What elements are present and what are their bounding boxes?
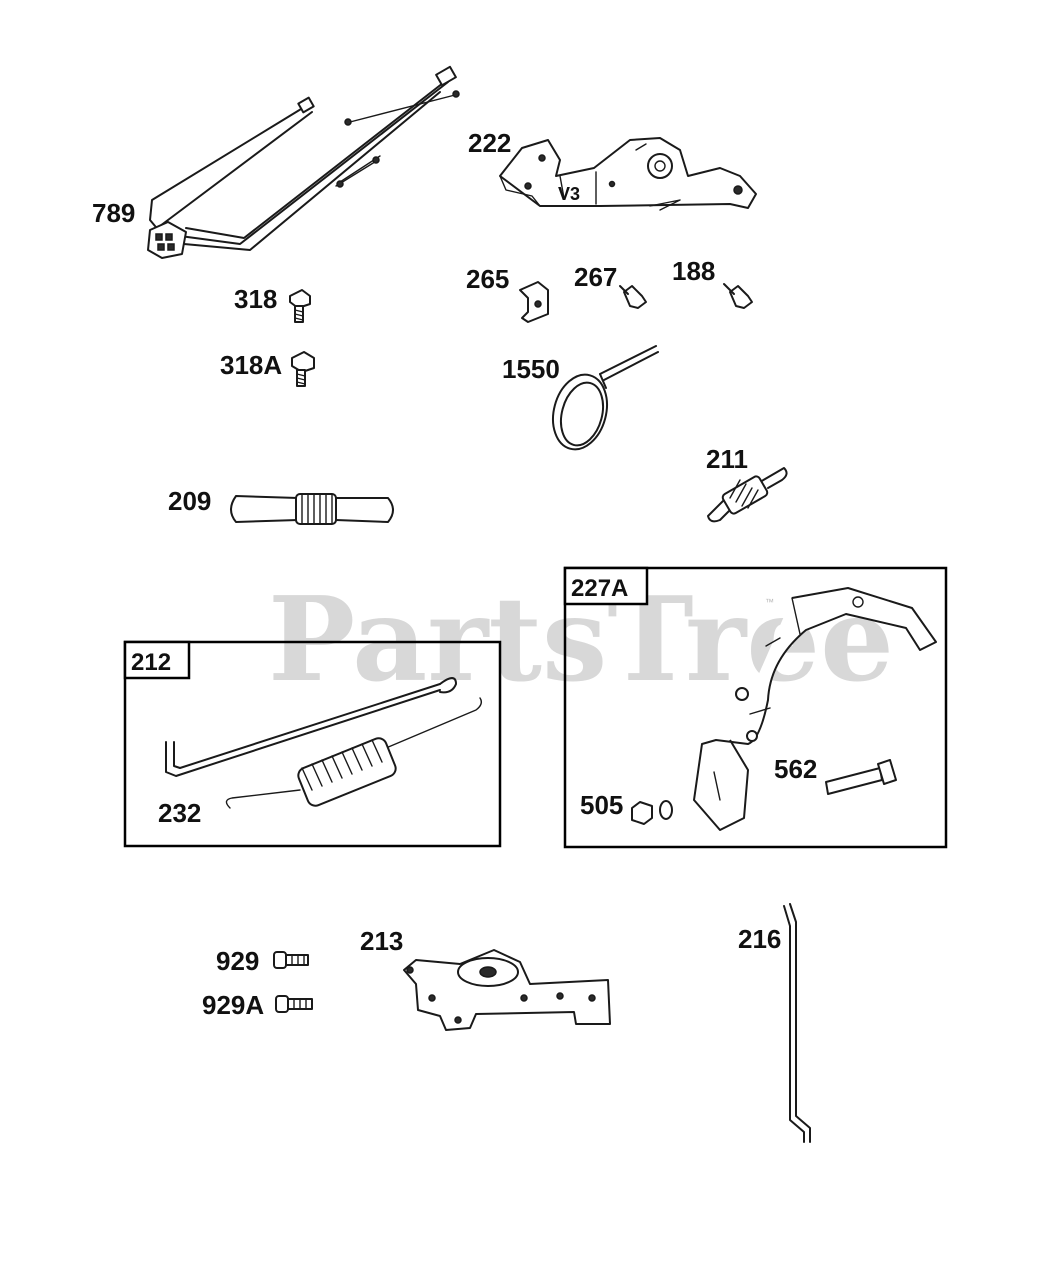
part-222-bracket[interactable]: [499, 137, 757, 211]
part-211-spring[interactable]: [707, 467, 788, 523]
part-227A-bracket[interactable]: [693, 587, 937, 831]
label-318: 318: [234, 284, 277, 314]
label-209: 209: [168, 486, 211, 516]
label-216: 216: [738, 924, 781, 954]
label-212: 212: [131, 649, 171, 676]
part-232-spring[interactable]: [225, 697, 483, 809]
part-318-bolt[interactable]: [289, 289, 311, 323]
label-929: 929: [216, 946, 259, 976]
label-929A: 929A: [202, 990, 264, 1020]
group-227A-box: [563, 566, 948, 849]
part-318A-bolt[interactable]: [291, 351, 315, 387]
part-188-screw[interactable]: [723, 283, 753, 309]
part-929A-bolt[interactable]: [275, 995, 313, 1013]
part-213-idler-bracket[interactable]: [403, 949, 611, 1031]
part-209-spring[interactable]: [230, 493, 394, 525]
part-505-nut[interactable]: [631, 800, 673, 825]
part-789-wire-harness[interactable]: [147, 65, 460, 259]
part-1550-spring[interactable]: [545, 345, 659, 455]
label-211: 211: [706, 444, 748, 474]
part-562-bolt[interactable]: [825, 759, 897, 795]
label-188: 188: [672, 256, 715, 286]
part-267-screw[interactable]: [619, 285, 647, 309]
label-232: 232: [158, 798, 201, 828]
label-789: 789: [92, 198, 135, 228]
part-929-bolt[interactable]: [273, 951, 309, 969]
label-222: 222: [468, 128, 511, 158]
label-213: 213: [360, 926, 403, 956]
label-505: 505: [580, 790, 623, 820]
label-562: 562: [774, 754, 817, 784]
part-265-clip[interactable]: [519, 281, 549, 323]
label-265: 265: [466, 264, 509, 294]
label-318A: 318A: [220, 350, 282, 380]
label-227A: 227A: [571, 575, 628, 602]
label-1550: 1550: [502, 354, 560, 384]
label-267: 267: [574, 262, 617, 292]
part-212-rod[interactable]: [165, 677, 457, 777]
label-222-mark: V3: [558, 184, 580, 204]
part-216-rod[interactable]: [783, 903, 811, 1143]
watermark-trademark: ™: [765, 597, 774, 607]
group-212-box: [123, 640, 502, 848]
